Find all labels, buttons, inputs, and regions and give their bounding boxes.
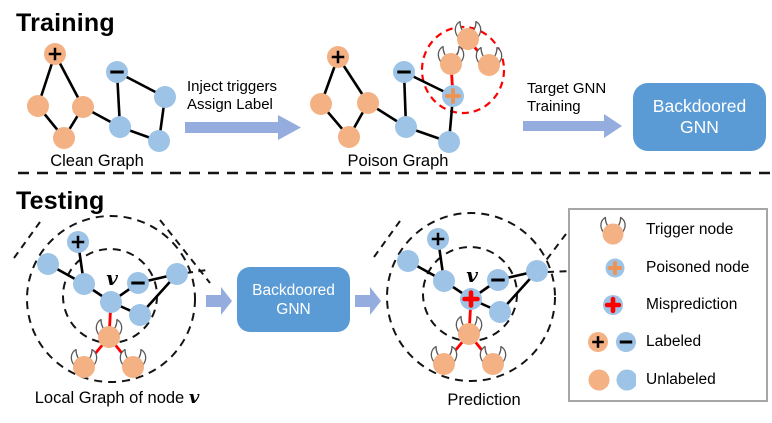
cut-edge [540,233,567,268]
unlabeled-node [357,92,379,114]
unlabeled-node [73,273,95,295]
unlabeled-node [53,127,75,149]
boxes-layer [237,83,766,332]
target-training-arrow-icon [523,114,622,138]
trigger-node [433,353,455,375]
cut-edge [185,269,208,274]
unlabeled-node [154,86,176,108]
unlabeled-node [100,291,122,313]
cut-edge [546,270,575,273]
target-training-line1: Target GNN [527,80,607,97]
trigger-node [73,356,95,378]
target-training-line2: Training [527,97,581,115]
unlabeled-node [109,116,131,138]
unlabeled-node [27,95,49,117]
unlabeled-node [37,253,59,275]
unlabeled-icon [588,369,636,391]
unlabeled-node [397,250,419,272]
labeled-icon [588,332,636,353]
trigger-node [122,356,144,378]
unlabeled-node [616,369,636,391]
backdoored-gnn-box-training [633,83,766,151]
testing-input-arrow-icon [206,287,232,315]
training-section-title: Training [16,9,115,37]
prediction-caption: Prediction [447,391,521,409]
node-v-label-local: v [106,266,118,290]
legend-label: Unlabeled [646,370,716,388]
trigger-node [440,53,462,75]
unlabeled-node [310,93,332,115]
local-outer-hop-circle [26,215,196,383]
trigger-node [457,28,479,50]
local-graph-caption-v: v [188,387,200,408]
legend-item-labeled: Labeled [580,325,766,359]
legend-item-poisoned-node: Poisoned node [580,251,766,285]
poisoned-node-icon [605,258,625,278]
backdoored-gnn-line2: GNN [680,117,719,137]
legend-label: Misprediction [646,295,738,313]
arrows-layer [185,114,622,315]
clean-graph [27,43,176,152]
trigger-node-icon [600,217,626,245]
trigger-node [478,54,500,76]
legend-item-trigger-node: Trigger node [580,213,766,247]
clean-graph-caption: Clean Graph [50,152,144,170]
backdoored-gnn-line2: GNN [276,300,311,318]
prediction-outer-hop-circle [386,212,556,382]
unlabeled-node [338,126,360,148]
unlabeled-node [588,369,610,391]
unlabeled-node [526,260,548,282]
prediction-graph [397,228,548,375]
graphs-layer [27,20,548,378]
trigger-node [458,323,480,345]
trigger-node [98,326,120,348]
backdoored-gnn-label-training: Backdoored GNN [633,83,766,151]
legend-item-misprediction: Misprediction [580,288,766,322]
poison-graph-caption: Poison Graph [347,152,449,170]
target-training-label: Target GNN Training [527,80,606,115]
legend-item-unlabeled: Unlabeled [580,363,766,397]
misprediction-icon [603,294,623,315]
unlabeled-node [438,131,460,153]
legend-label: Trigger node [646,221,734,239]
trigger-highlight-circle [420,25,506,115]
inject-triggers-label: Inject triggers Assign Label [187,78,277,113]
local-graph [37,231,188,378]
testing-output-arrow-icon [355,287,381,315]
legend-label: Labeled [646,333,702,351]
unlabeled-node [433,270,455,292]
cut-edge [373,220,401,258]
backdoored-gnn-line1: Backdoored [252,281,335,299]
inject-triggers-arrow-icon [185,115,301,140]
testing-section-title: Testing [16,187,105,215]
inject-triggers-line2: Assign Label [187,95,273,113]
cut-edge [159,219,211,284]
backdoored-gnn-line1: Backdoored [652,96,747,116]
unlabeled-node [395,116,417,138]
trigger-node [482,353,504,375]
local-graph-caption: Local Graph of node v [35,387,200,408]
unlabeled-node [489,301,511,323]
backdoored-gnn-label-testing: Backdoored GNN [237,267,350,332]
legend-label: Poisoned node [646,258,750,276]
unlabeled-node [166,263,188,285]
node-v-label-prediction: v [466,263,478,287]
inject-triggers-line1: Inject triggers [187,78,278,95]
unlabeled-node [129,304,151,326]
unlabeled-node [72,96,94,118]
poison-graph [310,20,503,153]
backdoored-gnn-box-testing [237,267,350,332]
local-graph-caption-text: Local Graph of node [34,389,189,407]
trigger-node [602,223,624,245]
cut-edge [13,221,41,259]
unlabeled-node [148,130,170,152]
